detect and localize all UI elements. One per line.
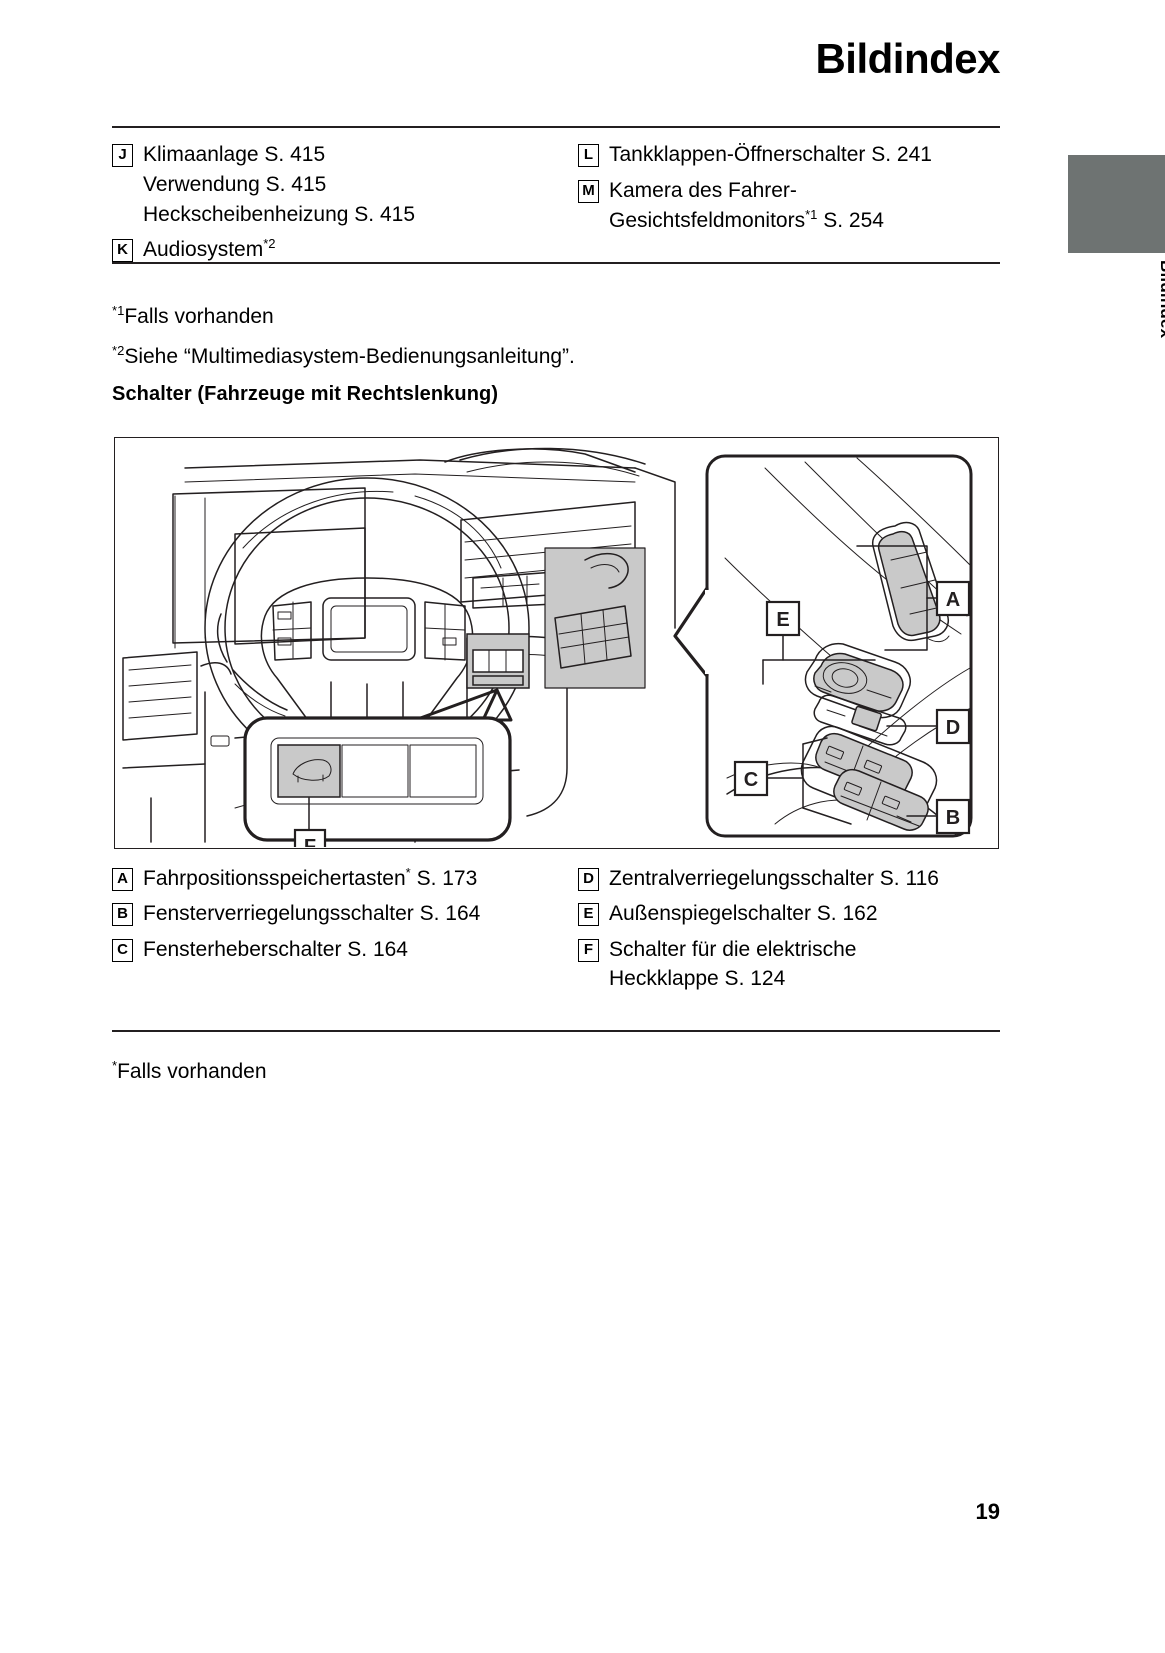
legend-list-right: D Zentralverriegelungsschalter S. 116 E … [578, 864, 1008, 1000]
index-item-l: L Tankklappen-Öffnerschalter S. 241 [578, 140, 1008, 170]
index-badge-l: L [578, 144, 599, 167]
index-list-left: J Klimaanlage S. 415 Verwendung S. 415 H… [112, 140, 562, 271]
index-list-right: L Tankklappen-Öffnerschalter S. 241 M Ka… [578, 140, 1008, 241]
callout-label-b: B [946, 807, 960, 829]
page-number: 19 [975, 1499, 1000, 1524]
legend-item-c: C Fensterheberschalter S. 164 [112, 935, 572, 964]
legend-badge-e: E [578, 903, 599, 927]
legend-item-a: A Fahrpositionsspeichertasten* S. 173 [112, 864, 572, 893]
index-text-j: Klimaanlage S. 415 Verwendung S. 415 Hec… [143, 140, 562, 229]
index-label-j: Klimaanlage S. 415 [143, 143, 326, 166]
index-label-m-line1: Kamera des Fahrer- [609, 178, 797, 202]
index-item-j: J Klimaanlage S. 415 Verwendung S. 415 H… [112, 140, 562, 229]
legend-label-b: Fensterverriegelungsschalter S. 164 [143, 902, 481, 926]
dashboard-scene: F [122, 447, 676, 847]
legend-item-d: D Zentralverriegelungsschalter S. 116 [578, 864, 1008, 893]
interior-switch-illustration: .ln { fill:none; stroke:#231f20; stroke-… [114, 437, 999, 849]
legend-footnote-a: * [405, 865, 411, 880]
callout-label-a: A [946, 589, 960, 611]
legend-badge-c: C [112, 938, 133, 962]
index-footnote-k: *2 [263, 236, 276, 252]
index-text-k: Audiosystem*2 [143, 235, 562, 265]
legend-label-d: Zentralverriegelungsschalter S. 116 [609, 867, 939, 890]
index-label-k: Audiosystem [143, 238, 264, 262]
legend-item-e: E Außenspiegelschalter S. 162 [578, 899, 1008, 928]
callout-label-d: D [946, 717, 960, 739]
footnote-2-text: Siehe “Multimediasystem-Bedienungsanleit… [124, 345, 575, 368]
legend-badge-f: F [578, 938, 599, 962]
index-badge-m: M [578, 179, 599, 203]
legend-subline-f: Heckklappe S. 124 [609, 967, 786, 991]
bottom-footnote: *Falls vorhanden [112, 1058, 267, 1084]
side-thumb-tab-block [1068, 155, 1165, 253]
legend-list-left: A Fahrpositionsspeichertasten* S. 173 B … [112, 864, 572, 970]
index-badge-k: K [112, 239, 133, 263]
index-footnote-m: *1 [805, 206, 818, 222]
callout-label-e: E [776, 609, 789, 631]
legend-badge-b: B [112, 903, 133, 927]
footnote-1: *1Falls vorhanden [112, 303, 274, 330]
legend-label-e: Außenspiegelschalter S. 162 [609, 902, 878, 926]
illustration-svg: .ln { fill:none; stroke:#231f20; stroke-… [122, 447, 973, 847]
callout-label-c: C [744, 769, 758, 791]
legend-badge-d: D [578, 868, 599, 891]
index-badge-j: J [112, 144, 133, 167]
callout-label-f: F [304, 836, 316, 847]
page-title: Bildindex [815, 35, 1000, 82]
legend-label-a: Fahrpositionsspeichertasten [143, 867, 406, 890]
legend-label-c: Fensterheberschalter S. 164 [143, 937, 408, 961]
bottom-footnote-marker: * [112, 1058, 118, 1073]
divider-top [112, 126, 1000, 128]
legend-page-a: S. 173 [410, 867, 478, 890]
legend-item-f: F Schalter für die elektrische Heckklapp… [578, 935, 1008, 994]
footnote-2-marker: *2 [112, 343, 125, 358]
section-subheading: Schalter (Fahrzeuge mit Rechtslenkung) [112, 383, 499, 405]
index-subline-j-1: Verwendung S. 415 [143, 172, 327, 196]
footnote-2: *2Siehe “Multimediasystem-Bedienungsanle… [112, 343, 575, 370]
index-subline-j-2: Heckscheibenheizung S. 415 [143, 202, 416, 226]
index-item-m: M Kamera des Fahrer- Gesichtsfeldmonitor… [578, 176, 1008, 236]
legend-label-f: Schalter für die elektrische [609, 937, 857, 961]
divider-after-index [112, 262, 1000, 264]
index-text-m: Kamera des Fahrer- Gesichtsfeldmonitors*… [609, 176, 1008, 236]
legend-text-f: Schalter für die elektrische Heckklappe … [609, 935, 1008, 994]
legend-text-a: Fahrpositionsspeichertasten* S. 173 [143, 864, 572, 893]
legend-badge-a: A [112, 868, 133, 891]
side-thumb-tab-label: Bildindex [1157, 260, 1165, 339]
legend-item-b: B Fensterverriegelungsschalter S. 164 [112, 899, 572, 928]
index-text-l: Tankklappen-Öffnerschalter S. 241 [609, 143, 932, 166]
footnote-1-marker: *1 [112, 303, 125, 318]
index-label-m-page: S. 254 [817, 208, 884, 232]
index-label-m-line2: Gesichtsfeldmonitors [609, 208, 806, 232]
door-trim-scene: A E D C B [673, 454, 973, 838]
index-item-k: K Audiosystem*2 [112, 235, 562, 265]
bottom-footnote-text: Falls vorhanden [117, 1060, 267, 1083]
footnote-1-text: Falls vorhanden [124, 305, 274, 328]
divider-after-legend [112, 1030, 1000, 1032]
